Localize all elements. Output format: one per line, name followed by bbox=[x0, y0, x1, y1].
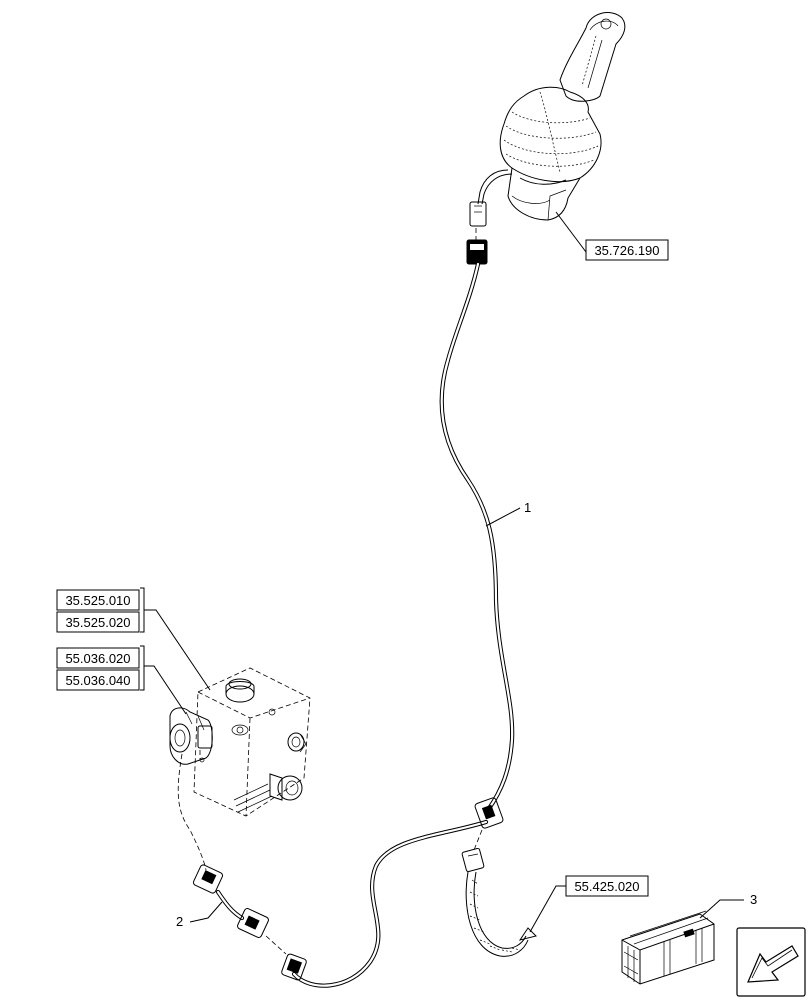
ref-box-valve-b[interactable]: 35.525.020 bbox=[56, 611, 140, 633]
svg-text:35.726.190: 35.726.190 bbox=[594, 243, 659, 258]
adapter-harness bbox=[177, 753, 307, 981]
ref-box-harness-end[interactable]: 55.425.020 bbox=[565, 875, 649, 897]
braided-extension bbox=[465, 871, 537, 957]
main-harness bbox=[291, 261, 515, 988]
ref-box-joystick[interactable]: 35.726.190 bbox=[585, 239, 669, 261]
svg-text:55.425.020: 55.425.020 bbox=[574, 879, 639, 894]
joystick-assembly bbox=[499, 12, 626, 221]
arrow-left-down-icon[interactable] bbox=[736, 927, 806, 997]
svg-text:55.036.020: 55.036.020 bbox=[65, 651, 130, 666]
leader-adapter bbox=[189, 901, 223, 923]
callout-harness: 1 bbox=[524, 500, 531, 515]
leader-joystick bbox=[555, 211, 587, 253]
bracket-lower bbox=[140, 645, 145, 691]
valve-block bbox=[169, 667, 311, 817]
leader-harness bbox=[485, 507, 521, 527]
svg-text:55.036.040: 55.036.040 bbox=[65, 673, 130, 688]
joystick-pigtail bbox=[466, 169, 513, 265]
leader-kit bbox=[699, 899, 744, 919]
svg-text:35.525.020: 35.525.020 bbox=[65, 615, 130, 630]
callout-adapter: 2 bbox=[176, 914, 183, 929]
ref-box-valve-a[interactable]: 35.525.010 bbox=[56, 589, 140, 611]
leader-valve-lower bbox=[144, 665, 187, 715]
svg-text:35.525.010: 35.525.010 bbox=[65, 593, 130, 608]
leader-harness-end bbox=[529, 885, 566, 933]
callout-kit: 3 bbox=[750, 892, 757, 907]
ref-box-valve-d[interactable]: 55.036.040 bbox=[56, 669, 140, 691]
leader-valve-upper bbox=[144, 609, 211, 691]
kit-box bbox=[621, 910, 715, 985]
ref-box-valve-c[interactable]: 55.036.020 bbox=[56, 647, 140, 669]
bracket-upper bbox=[140, 587, 145, 633]
